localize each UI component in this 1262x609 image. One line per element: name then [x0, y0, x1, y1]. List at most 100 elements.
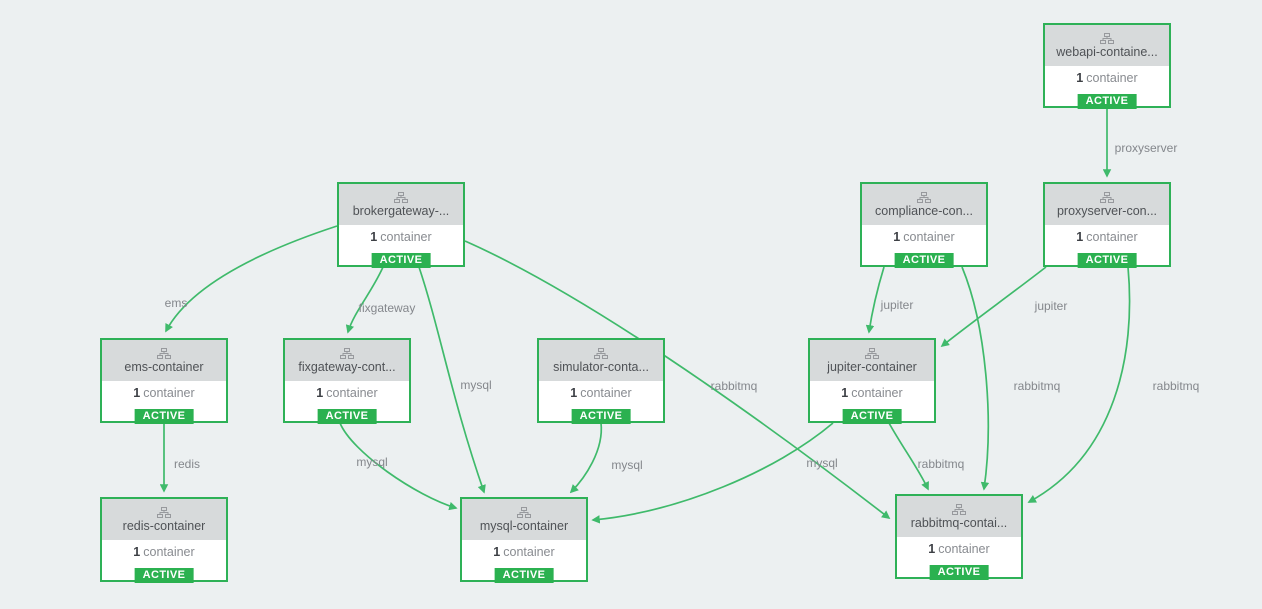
status-badge: ACTIVE — [317, 409, 377, 424]
service-hierarchy-icon — [157, 348, 171, 359]
status-badge: ACTIVE — [894, 253, 954, 268]
service-node-title: brokergateway-... — [352, 204, 450, 218]
edge-label-compliance-to-rabbitmq: rabbitmq — [1013, 379, 1061, 393]
container-count: 1 — [570, 386, 578, 400]
edge-label-proxyserver-to-jupiter: jupiter — [1034, 299, 1068, 313]
status-badge: ACTIVE — [842, 409, 902, 424]
service-node-header: rabbitmq-contai... — [897, 496, 1021, 537]
service-node-header: compliance-con... — [862, 184, 986, 225]
service-node-header: mysql-container — [462, 499, 586, 540]
edge-simulator-to-mysql — [569, 422, 603, 494]
status-badge: ACTIVE — [1077, 94, 1137, 109]
edge-label-jupiter-to-mysql: mysql — [806, 456, 838, 470]
container-count: 1 — [893, 230, 901, 244]
container-count: 1 — [1076, 71, 1084, 85]
edge-label-compliance-to-jupiter: jupiter — [880, 298, 914, 312]
edge-brokergateway-to-mysql — [418, 266, 486, 494]
service-node-header: jupiter-container — [810, 340, 934, 381]
service-node-header: brokergateway-... — [339, 184, 463, 225]
container-count: 1 — [133, 545, 141, 559]
service-node-title: ems-container — [124, 360, 204, 374]
status-badge: ACTIVE — [494, 568, 554, 583]
edge-label-ems-to-redis: redis — [173, 457, 201, 471]
edge-label-jupiter-to-rabbitmq: rabbitmq — [917, 457, 965, 471]
edge-label-brokergateway-to-fixgateway: fixgateway — [358, 301, 416, 315]
service-hierarchy-icon — [952, 504, 966, 515]
container-count-label: container — [326, 386, 378, 400]
container-count: 1 — [370, 230, 378, 244]
status-badge: ACTIVE — [929, 565, 989, 580]
edge-proxyserver-to-rabbitmq — [1027, 266, 1131, 503]
container-count: 1 — [493, 545, 501, 559]
service-node-title: redis-container — [122, 519, 206, 533]
service-hierarchy-icon — [1100, 192, 1114, 203]
service-node-title: proxyserver-con... — [1056, 204, 1158, 218]
service-node-title: jupiter-container — [827, 360, 917, 374]
container-count-label: container — [851, 386, 903, 400]
edge-label-proxyserver-to-rabbitmq: rabbitmq — [1152, 379, 1200, 393]
service-hierarchy-icon — [917, 192, 931, 203]
service-hierarchy-icon — [1100, 33, 1114, 44]
container-count-label: container — [938, 542, 990, 556]
container-count-label: container — [903, 230, 955, 244]
service-node-header: simulator-conta... — [539, 340, 663, 381]
container-count: 1 — [928, 542, 936, 556]
container-count: 1 — [841, 386, 849, 400]
edge-jupiter-to-rabbitmq — [888, 422, 929, 491]
service-hierarchy-icon — [157, 507, 171, 518]
service-node-header: redis-container — [102, 499, 226, 540]
edge-label-simulator-to-mysql: mysql — [611, 458, 643, 472]
edge-fixgateway-to-mysql — [339, 422, 458, 511]
service-hierarchy-icon — [517, 507, 531, 518]
status-badge: ACTIVE — [371, 253, 431, 268]
service-hierarchy-icon — [394, 192, 408, 203]
service-node-title: mysql-container — [479, 519, 569, 533]
container-count-label: container — [503, 545, 555, 559]
edge-compliance-to-rabbitmq — [961, 266, 990, 491]
service-node-header: ems-container — [102, 340, 226, 381]
service-node-title: compliance-con... — [875, 204, 973, 218]
status-badge: ACTIVE — [134, 409, 194, 424]
container-count: 1 — [1076, 230, 1084, 244]
service-node-header: fixgateway-cont... — [285, 340, 409, 381]
status-badge: ACTIVE — [134, 568, 194, 583]
service-hierarchy-icon — [865, 348, 879, 359]
container-count-label: container — [1086, 230, 1138, 244]
service-hierarchy-icon — [594, 348, 608, 359]
container-count: 1 — [133, 386, 141, 400]
container-count-label: container — [143, 545, 195, 559]
container-count-label: container — [580, 386, 632, 400]
edge-brokergateway-to-fixgateway — [345, 266, 384, 334]
edge-compliance-to-jupiter — [865, 266, 885, 334]
edge-proxyserver-to-jupiter — [940, 266, 1047, 348]
edge-label-brokergateway-to-ems: ems — [164, 296, 188, 310]
service-node-title: simulator-conta... — [553, 360, 649, 374]
container-count-label: container — [1086, 71, 1138, 85]
edge-label-webapi-to-proxyserver: proxyserver — [1114, 141, 1178, 155]
service-node-title: rabbitmq-contai... — [910, 516, 1008, 530]
service-node-header: proxyserver-con... — [1045, 184, 1169, 225]
